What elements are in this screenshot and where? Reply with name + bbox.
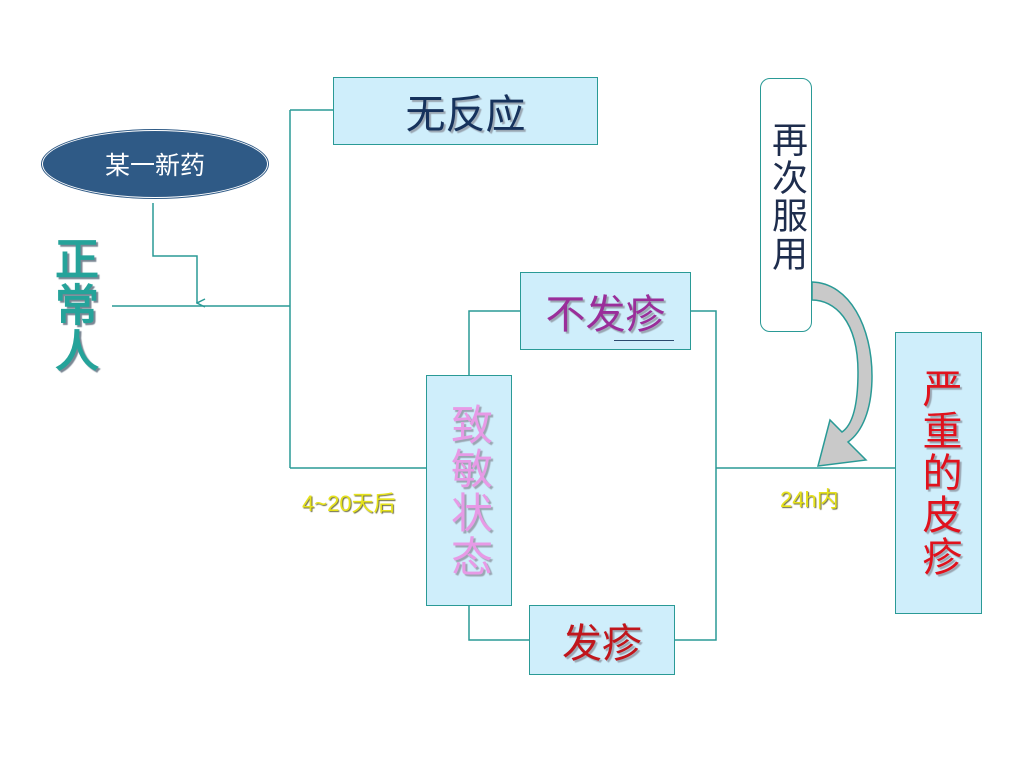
no-reaction-box: 无反应 (333, 77, 598, 145)
no-rash-label: 不发疹 (545, 292, 666, 338)
sensitized-box: 致敏状态 (426, 375, 512, 606)
re-administer-label: 再次服用 (766, 121, 807, 273)
sensitized-label: 致敏状态 (444, 402, 494, 579)
curved-arrow (811, 281, 873, 467)
hours-time-label: 24h内 (780, 487, 839, 512)
drug-label: 某一新药 (104, 151, 205, 180)
rash-box: 发疹 (529, 605, 675, 675)
severe-rash-label: 严重的皮疹 (915, 368, 962, 578)
no-rash-underline (614, 340, 674, 341)
re-administer-box: 再次服用 (760, 78, 812, 332)
rash-label: 发疹 (562, 621, 642, 667)
drug-node: 某一新药 (42, 130, 268, 198)
drug-to-line-connector (152, 203, 197, 303)
to-no-rash (468, 310, 520, 375)
no-rash-box: 不发疹 (520, 272, 691, 350)
to-rash (468, 606, 529, 641)
normal-person-label: 正常人 (47, 236, 98, 374)
no-reaction-label: 无反应 (405, 92, 526, 138)
severe-rash-box: 严重的皮疹 (895, 332, 982, 614)
no-rash-right (675, 310, 717, 641)
days-time-label: 4~20天后 (302, 491, 396, 516)
